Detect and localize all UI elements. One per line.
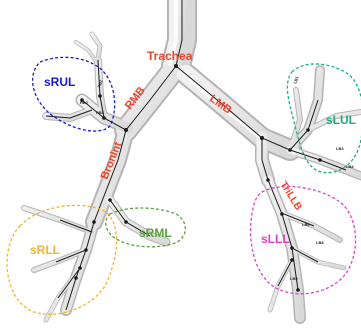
node-rll-4 <box>74 276 78 280</box>
node-lll-4 <box>290 258 294 262</box>
node-carina <box>174 64 178 68</box>
segment-label: RB3 <box>96 110 105 115</box>
node-lul-2 <box>306 128 310 132</box>
node-rul-2 <box>98 94 102 98</box>
node-rul-1 <box>102 116 106 120</box>
node-lll-1 <box>266 178 270 182</box>
segment-label: RB2 <box>80 100 89 105</box>
node-rll-3 <box>78 266 82 270</box>
node-lmb-end <box>260 136 264 140</box>
node-rul-origin <box>124 128 128 132</box>
label-slll: sLLL <box>261 232 290 246</box>
segment-label: LB4 <box>346 164 354 169</box>
label-srul: sRUL <box>44 75 75 89</box>
node-lll-5 <box>296 288 300 292</box>
node-lul-1 <box>288 148 292 152</box>
airway-tree <box>24 0 361 320</box>
node-rml-1 <box>124 220 128 224</box>
node-rml-origin <box>108 198 112 202</box>
node-lll-3 <box>290 246 294 250</box>
label-srll: sRLL <box>30 243 60 257</box>
segment-label: LB6 <box>302 222 310 227</box>
segment-label: LB3 <box>336 146 344 151</box>
node-lul-3 <box>318 158 322 162</box>
label-trachea: Trachea <box>147 49 193 63</box>
segment-label: LB9 <box>290 276 298 281</box>
node-rll-2 <box>84 248 88 252</box>
segment-label: LB1 <box>292 75 300 85</box>
node-lll-2 <box>280 212 284 216</box>
label-srml: sRML <box>139 226 172 240</box>
lobe-regions <box>7 57 361 314</box>
label-slul: sLUL <box>326 113 356 127</box>
node-rll-1 <box>92 220 96 224</box>
segment-label: LB8 <box>316 240 324 245</box>
